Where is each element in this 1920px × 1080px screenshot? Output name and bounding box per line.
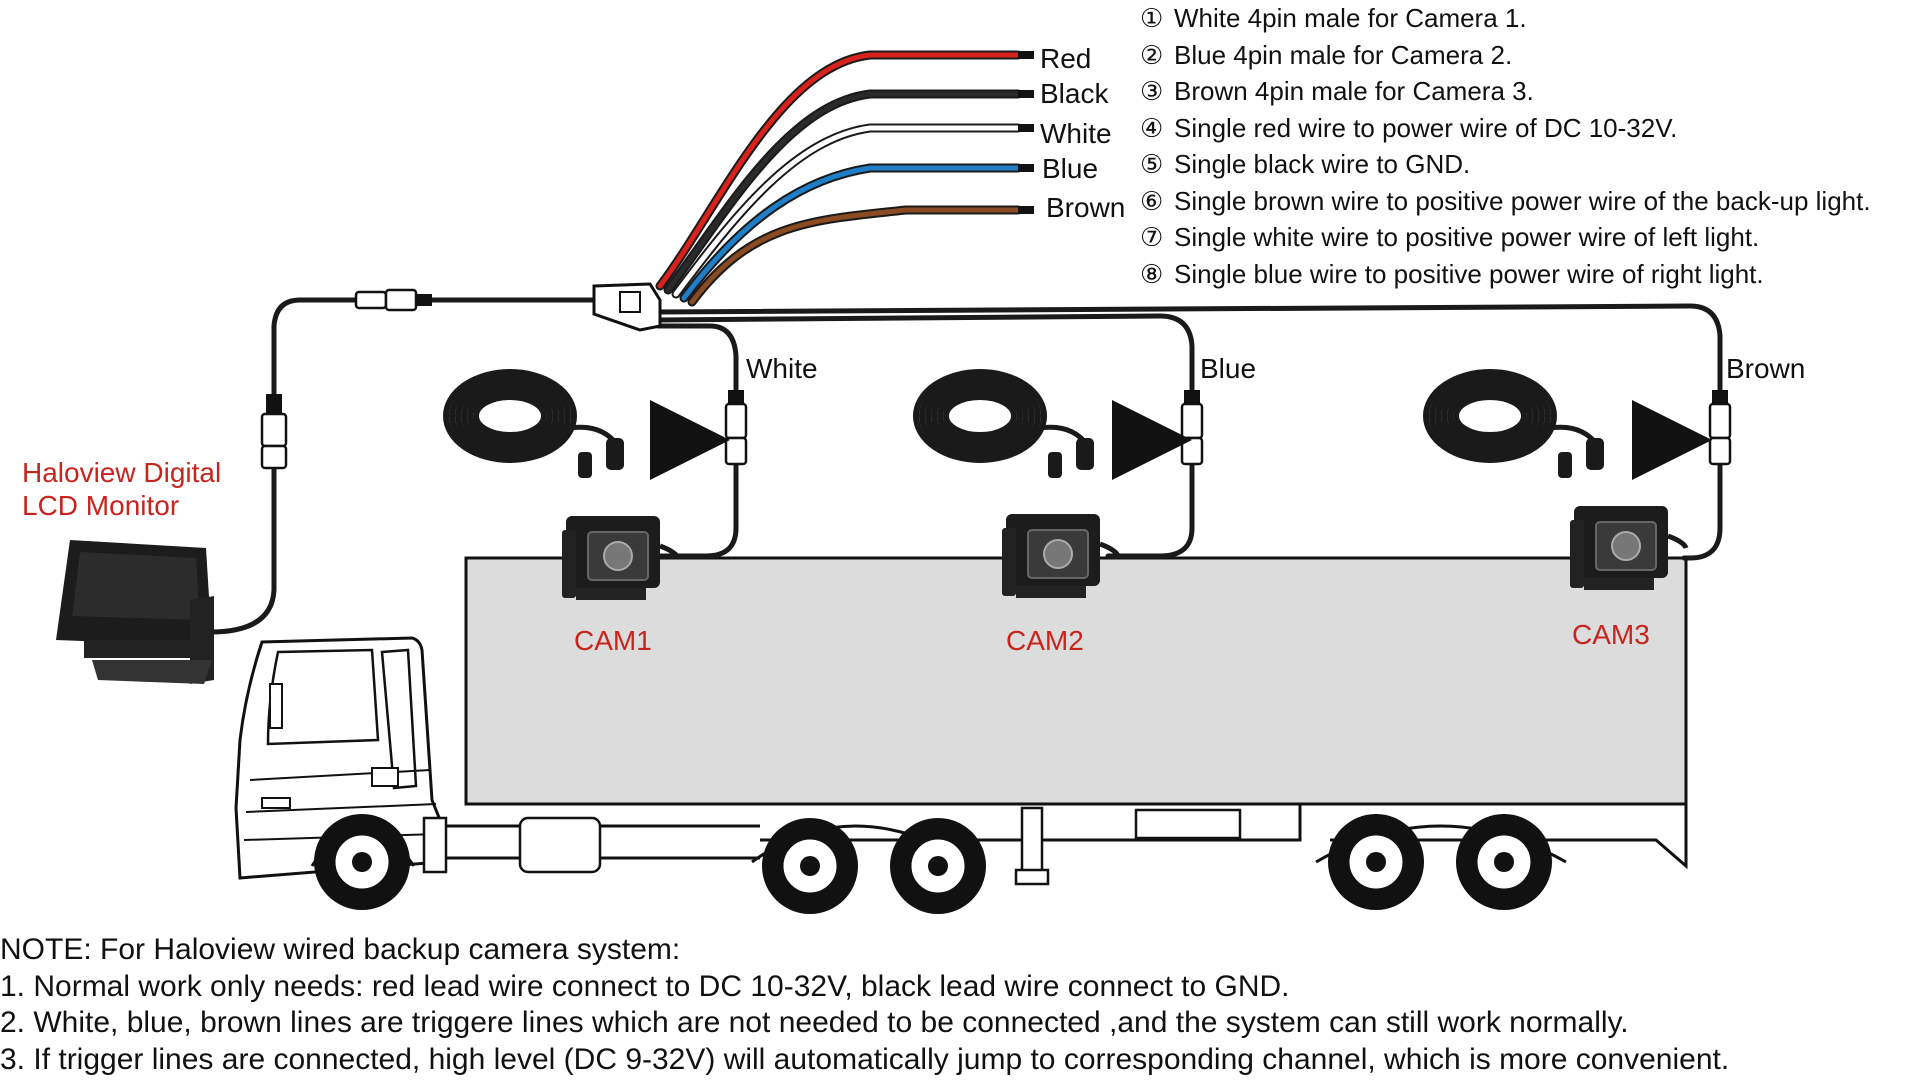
lead-outline	[679, 163, 1023, 303]
trailer-box	[464, 556, 1688, 806]
channel-wire-label: Blue	[1200, 353, 1256, 384]
channel-wire-label: White	[746, 353, 818, 384]
trailer-toolbox	[1134, 808, 1242, 840]
wire-label-red: Red	[1040, 43, 1091, 74]
camera-icon	[562, 516, 681, 600]
camera-label: CAM1	[574, 625, 652, 656]
lead-terminal	[1018, 206, 1034, 214]
lead-outline	[687, 205, 1023, 307]
wheel	[1328, 814, 1424, 910]
wire-label-black: Black	[1040, 78, 1109, 109]
note-line: 3. If trigger lines are connected, high …	[0, 1042, 1730, 1076]
wheel	[314, 814, 410, 910]
inline-connector	[260, 394, 288, 470]
wire-label-brown: Brown	[1046, 192, 1125, 223]
lead-wire-white	[673, 125, 1021, 297]
camera-label: CAM2	[1006, 625, 1084, 656]
wheel	[1456, 814, 1552, 910]
extension-cable-coil	[913, 369, 1094, 478]
wheel	[890, 818, 986, 914]
lead-wire-black	[665, 91, 1021, 293]
wheel	[762, 818, 858, 914]
note-title: NOTE: For Haloview wired backup camera s…	[0, 933, 681, 966]
inline-connector	[354, 288, 432, 312]
fuel-tank	[518, 816, 602, 874]
channel-connector	[1712, 390, 1728, 404]
lead-wire-blue	[681, 165, 1021, 301]
camera-icon	[1002, 514, 1121, 598]
monitor-label: Haloview Digital LCD Monitor	[22, 457, 222, 521]
truck	[234, 556, 1688, 914]
camera-label: CAM3	[1572, 619, 1650, 650]
junction-box	[592, 282, 662, 332]
note-line: 2. White, blue, brown lines are triggere…	[0, 1006, 1629, 1039]
extension-cable-coil	[1423, 369, 1604, 478]
cab-window	[266, 648, 380, 746]
notes: NOTE: For Haloview wired backup camera s…	[0, 932, 1920, 1078]
wire-label-white: White	[1040, 118, 1112, 149]
channel-connector	[728, 390, 744, 404]
lead-wire-brown	[689, 207, 1021, 305]
lead-wire-red	[657, 52, 1021, 289]
extension-cable-coil	[443, 369, 624, 478]
lead-terminal	[1018, 124, 1034, 132]
landing-gear	[1020, 806, 1044, 876]
lead-terminal	[1018, 51, 1034, 59]
wire-label-blue: Blue	[1042, 153, 1098, 184]
lcd-monitor-icon	[56, 540, 214, 684]
lead-terminal	[1018, 90, 1034, 98]
lead-terminal	[1018, 164, 1034, 172]
channel-connector	[1184, 390, 1200, 404]
camera-icon	[1570, 506, 1689, 590]
note-line: 1. Normal work only needs: red lead wire…	[0, 969, 1290, 1003]
channel-wire-label: Brown	[1726, 353, 1805, 384]
